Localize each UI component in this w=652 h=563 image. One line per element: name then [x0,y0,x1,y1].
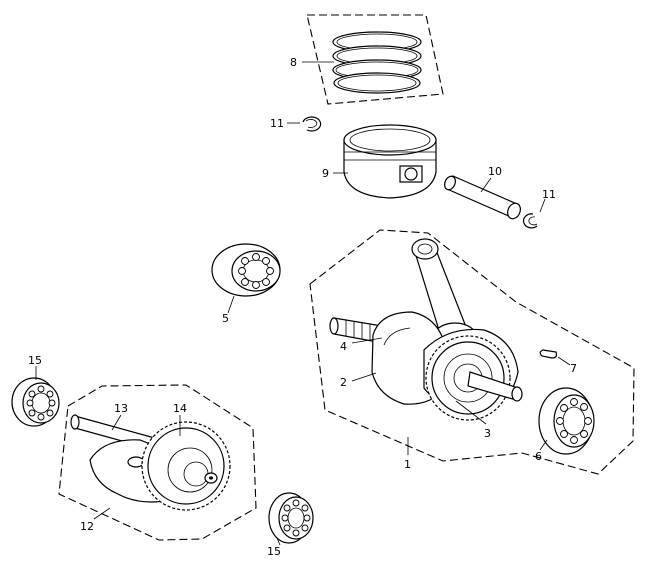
ring-set-frame [306,14,444,105]
piston-ring-set-group [302,14,444,105]
callout-11-right: 11 [542,188,556,201]
callout-1: 1 [404,458,411,471]
bearing-15-bottom [268,492,314,546]
callout-9: 9 [322,167,329,180]
left-crankshaft-frame [58,384,257,541]
piston-pin-circlip-right [522,198,546,229]
callout-7: 7 [570,362,577,375]
crankshaft-assembly-frame [309,229,635,475]
crank-right-shaft [467,371,523,402]
callout-labels: 8 11 9 10 11 5 4 7 2 3 6 1 15 13 14 12 1… [28,56,577,558]
callout-11-left: 11 [270,117,284,130]
bearing-15-left [11,366,60,427]
callout-4: 4 [340,340,347,353]
bearing-5 [211,243,281,314]
callout-5: 5 [222,312,229,325]
woodruff-key [539,349,571,366]
callout-15-left: 15 [28,354,42,367]
piston-pin [444,175,521,220]
callout-8: 8 [290,56,297,69]
callout-3: 3 [484,427,491,440]
callout-13: 13 [114,402,128,415]
crank-drive-gear [425,335,511,421]
callout-12: 12 [80,520,94,533]
callout-14: 14 [173,402,187,415]
callout-6: 6 [535,450,542,463]
left-crank-gear [141,421,231,511]
crankshaft-assembly-left [58,384,257,541]
callout-2: 2 [340,376,347,389]
callout-10: 10 [488,165,502,178]
crankshaft-assembly-right [309,229,635,475]
piston [333,124,437,199]
piston-rings [332,31,422,94]
callout-15-bottom: 15 [267,545,281,558]
bearing-6 [538,387,595,455]
piston-pin-circlip-left [287,116,322,132]
